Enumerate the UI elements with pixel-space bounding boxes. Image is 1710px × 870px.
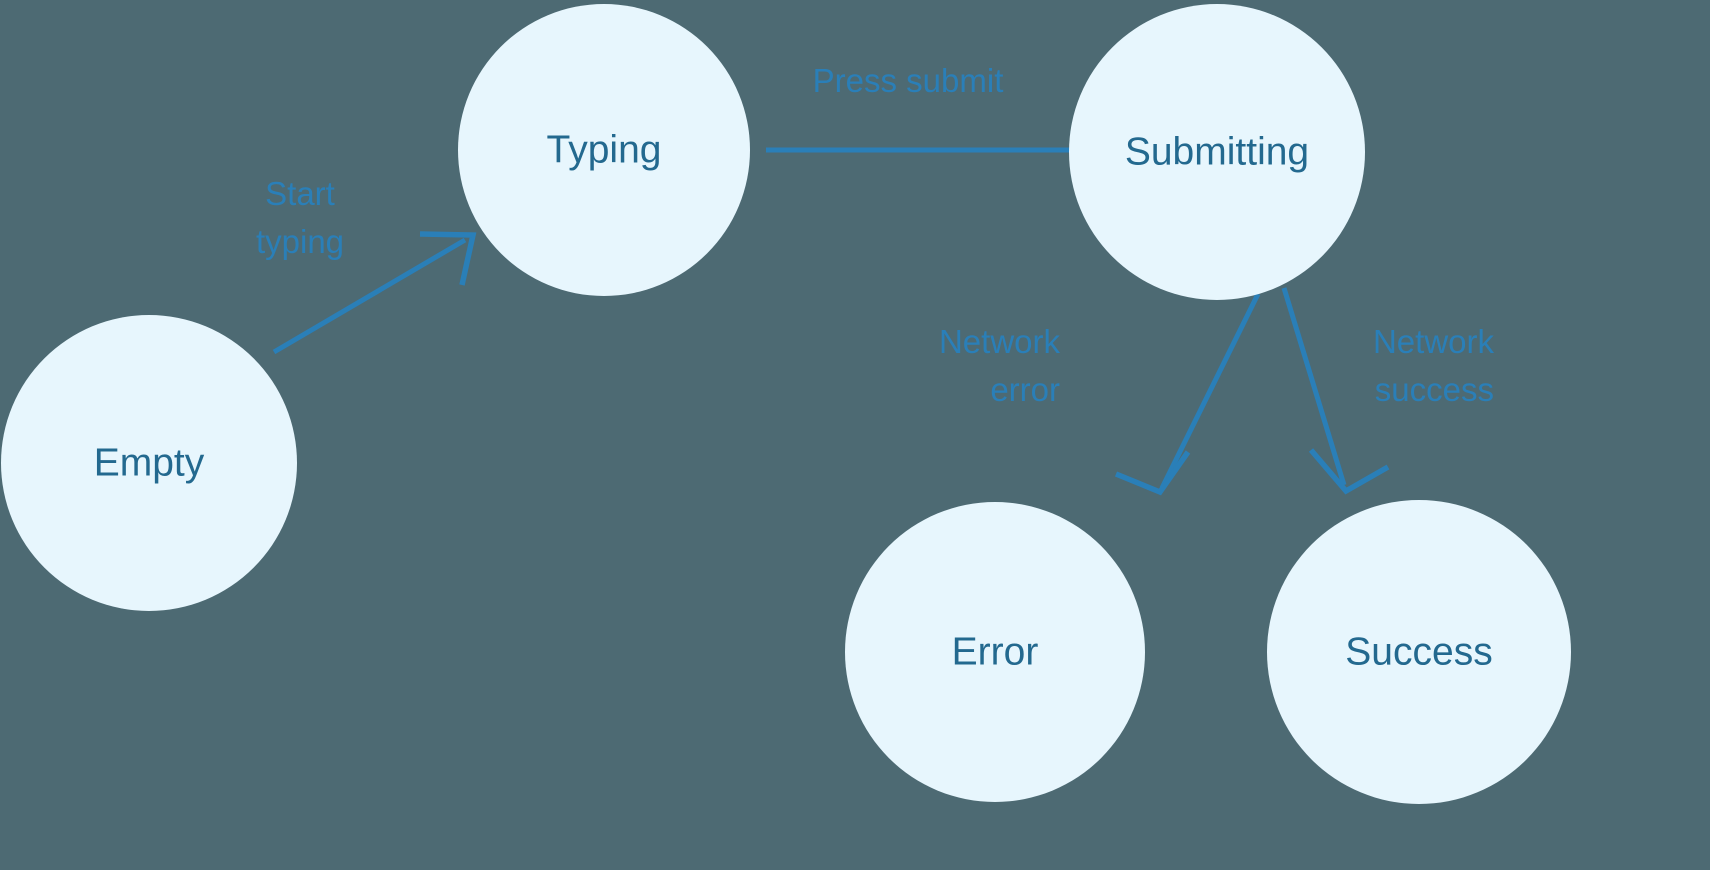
arrowhead-submitting-to-success xyxy=(1308,448,1390,495)
edge-label-submitting-to-error: Network error xyxy=(939,323,1061,408)
edge-label-submitting-to-error-line-2: error xyxy=(990,371,1060,408)
edge-label-submitting-to-success: Network success xyxy=(1373,323,1495,408)
node-success-label: Success xyxy=(1345,630,1492,673)
arrowhead-submitting-to-error xyxy=(1114,450,1191,496)
edge-line-submitting-to-success xyxy=(1281,287,1347,486)
edge-submitting-to-success[interactable] xyxy=(1281,287,1390,495)
edge-empty-to-typing[interactable] xyxy=(272,231,477,355)
node-success[interactable]: Success xyxy=(1267,500,1571,804)
node-typing-circle xyxy=(458,4,750,296)
node-submitting-circle xyxy=(1069,4,1365,300)
node-error-circle xyxy=(845,502,1145,802)
node-empty-circle xyxy=(1,315,297,611)
node-submitting-label: Submitting xyxy=(1125,130,1309,173)
edge-label-empty-to-typing-line-2: typing xyxy=(256,223,344,260)
node-error-label: Error xyxy=(952,630,1039,673)
node-error[interactable]: Error xyxy=(845,502,1145,802)
edge-label-submitting-to-success-line-2: success xyxy=(1375,371,1494,408)
edge-line-submitting-to-error xyxy=(1159,292,1261,490)
arrowhead-empty-to-typing xyxy=(419,231,477,286)
node-empty[interactable]: Empty xyxy=(1,315,297,611)
node-submitting[interactable]: Submitting xyxy=(1069,4,1365,300)
edge-label-empty-to-typing: Start typing xyxy=(256,175,344,260)
edge-line-empty-to-typing xyxy=(272,237,467,355)
edge-label-submitting-to-error-line-1: Network xyxy=(939,323,1061,360)
edge-label-submitting-to-success-line-1: Network xyxy=(1373,323,1495,360)
node-typing-label: Typing xyxy=(547,128,662,171)
edge-label-empty-to-typing-line-1: Start xyxy=(265,175,335,212)
edge-submitting-to-error[interactable] xyxy=(1114,292,1261,496)
node-empty-label: Empty xyxy=(94,441,205,484)
edge-label-typing-to-submitting: Press submit xyxy=(813,62,1004,99)
node-typing[interactable]: Typing xyxy=(458,4,750,296)
node-success-circle xyxy=(1267,500,1571,804)
edge-label-typing-to-submitting-line-1: Press submit xyxy=(813,62,1004,99)
